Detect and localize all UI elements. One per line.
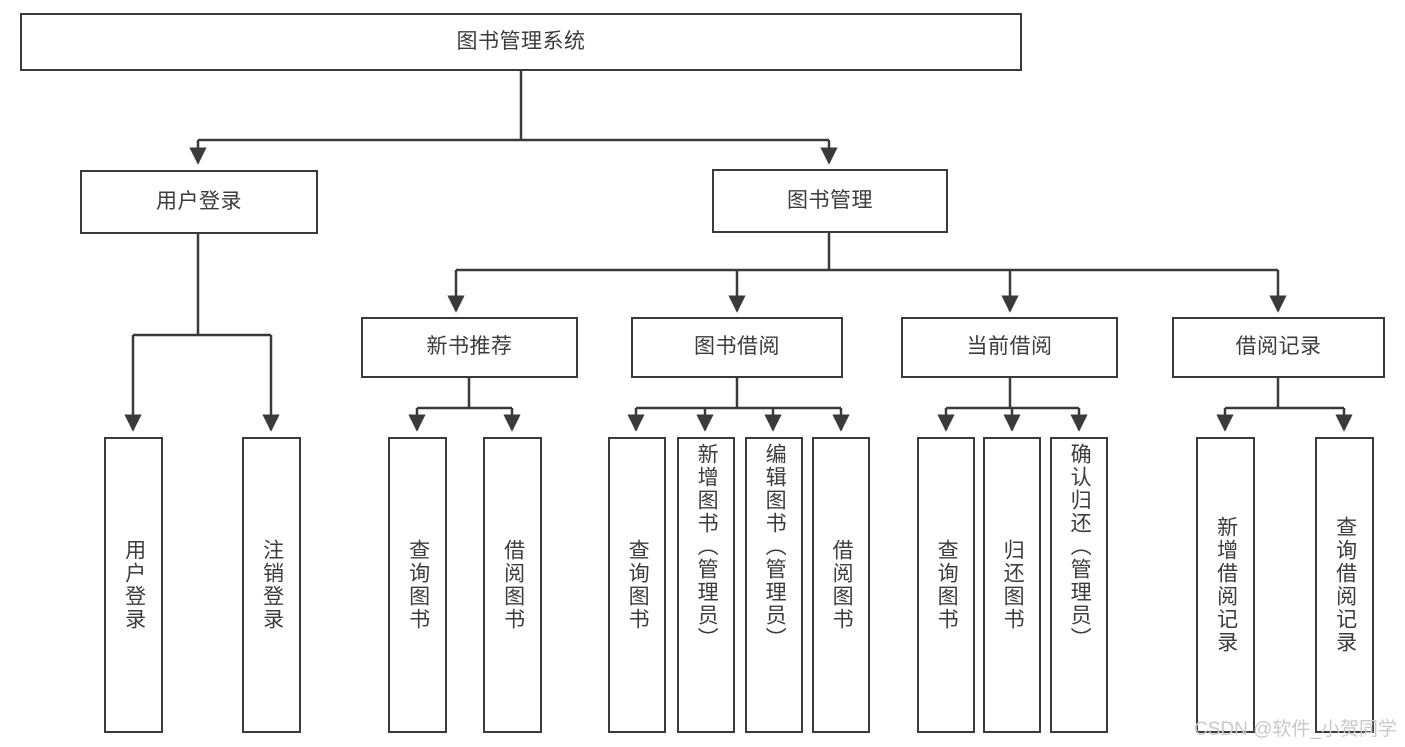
node-label: 归还图书 (1001, 539, 1025, 631)
leaf-borrow-query-book[interactable]: 查询图书 (608, 437, 666, 733)
watermark: CSDN @软件_小贺同学 (1194, 719, 1397, 740)
node-borrow-record[interactable]: 借阅记录 (1172, 317, 1385, 378)
node-label: 借阅图书 (830, 539, 854, 631)
node-label: 图书管理 (787, 188, 873, 212)
node-label: 用户登录 (156, 189, 242, 213)
node-label: 当前借阅 (966, 335, 1053, 359)
node-label: 查询图书 (626, 539, 650, 631)
leaf-borrow-borrow-book[interactable]: 借阅图书 (812, 437, 870, 733)
leaf-recommend-borrow-book[interactable]: 借阅图书 (483, 437, 542, 733)
node-label: 编辑图书（管理员） (763, 443, 787, 650)
leaf-current-confirm-return-admin[interactable]: 确认归还（管理员） (1050, 437, 1108, 733)
leaf-borrow-add-book-admin[interactable]: 新增图书（管理员） (677, 437, 735, 733)
node-label: 查询图书 (406, 539, 430, 631)
node-label: 注销登录 (260, 539, 284, 631)
node-label: 图书借阅 (694, 335, 780, 359)
node-current-borrow[interactable]: 当前借阅 (901, 317, 1118, 378)
node-label: 新书推荐 (426, 335, 513, 359)
leaf-user-login-login[interactable]: 用户登录 (104, 437, 163, 733)
node-book-borrow[interactable]: 图书借阅 (631, 317, 843, 378)
leaf-record-add-record[interactable]: 新增借阅记录 (1196, 437, 1255, 733)
node-new-book-recommend[interactable]: 新书推荐 (361, 317, 578, 378)
leaf-user-login-logout[interactable]: 注销登录 (242, 437, 301, 733)
node-label: 确认归还（管理员） (1068, 443, 1092, 650)
leaf-borrow-edit-book-admin[interactable]: 编辑图书（管理员） (745, 437, 803, 733)
leaf-record-query-record[interactable]: 查询借阅记录 (1315, 437, 1374, 733)
leaf-current-return-book[interactable]: 归还图书 (983, 437, 1041, 733)
node-label: 图书管理系统 (456, 29, 586, 53)
node-root-book-management-system[interactable]: 图书管理系统 (20, 13, 1022, 71)
node-user-login[interactable]: 用户登录 (80, 170, 318, 234)
node-book-management[interactable]: 图书管理 (712, 169, 948, 233)
node-label: 新增图书（管理员） (695, 443, 719, 650)
node-label: 新增借阅记录 (1214, 516, 1238, 654)
leaf-recommend-query-book[interactable]: 查询图书 (388, 437, 447, 733)
node-label: 查询图书 (935, 539, 959, 631)
leaf-current-query-book[interactable]: 查询图书 (917, 437, 975, 733)
node-label: 查询借阅记录 (1333, 516, 1357, 654)
node-label: 用户登录 (122, 539, 146, 631)
node-label: 借阅记录 (1235, 335, 1322, 359)
node-label: 借阅图书 (501, 539, 525, 631)
